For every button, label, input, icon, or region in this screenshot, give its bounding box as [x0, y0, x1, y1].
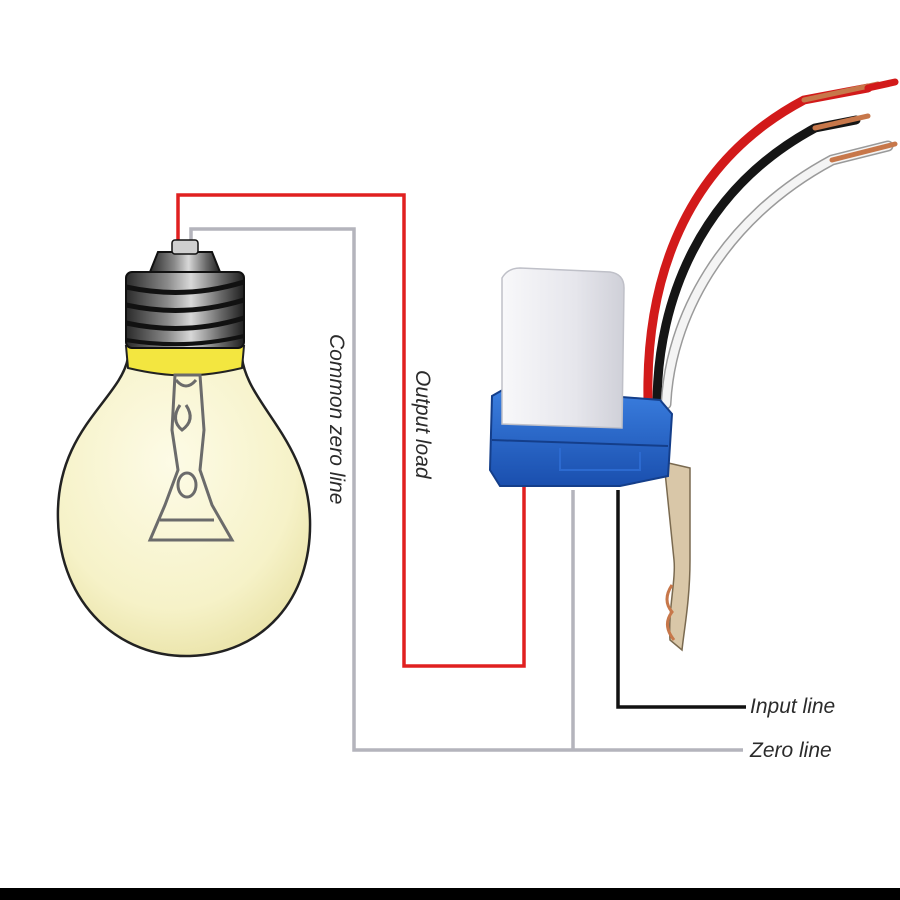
- output-load-wire: [176, 193, 526, 668]
- light-bulb-icon: [56, 239, 312, 658]
- bottom-border-bar: [0, 888, 900, 900]
- bulb-screw-base: [125, 239, 245, 349]
- sensor-leads: [643, 78, 899, 410]
- black-lead: [652, 115, 861, 407]
- common-zero-wire: [189, 227, 743, 752]
- sensor-cap: [501, 267, 625, 429]
- bulb-filament: [147, 373, 235, 542]
- wires: [176, 193, 746, 752]
- mounting-bracket: [663, 461, 691, 652]
- red-lead: [643, 83, 873, 405]
- common-zero-line-label: Common zero line: [325, 334, 348, 504]
- bulb-glass: [56, 356, 312, 658]
- bulb-glow-collar: [124, 345, 246, 377]
- white-lead: [660, 140, 894, 410]
- zero-line-label: Zero line: [749, 739, 832, 762]
- output-load-label: Output load: [411, 370, 434, 480]
- input-line-wire: [616, 490, 746, 709]
- input-line-label: Input line: [750, 695, 835, 718]
- photo-sensor-switch: [488, 78, 899, 652]
